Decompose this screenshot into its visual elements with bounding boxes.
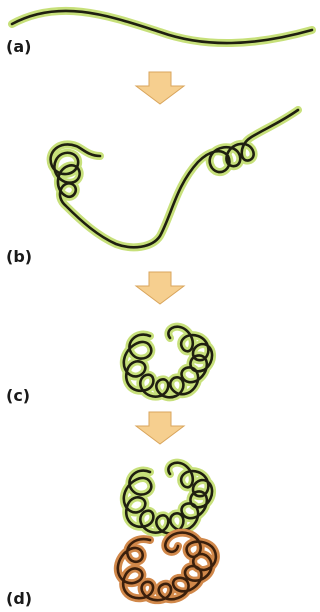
stage-d-green-subunit bbox=[124, 463, 212, 534]
arrow-3 bbox=[136, 412, 184, 444]
stage-a-label: (a) bbox=[6, 37, 31, 56]
stage-d-brown-subunit bbox=[118, 533, 216, 601]
stage-b-chain bbox=[51, 110, 298, 247]
arrow-2 bbox=[136, 272, 184, 304]
arrow-1 bbox=[136, 72, 184, 104]
stage-d-label: (d) bbox=[6, 589, 32, 608]
stage-b-label: (b) bbox=[6, 247, 32, 266]
stage-c-label: (c) bbox=[6, 386, 30, 405]
stage-a-chain bbox=[12, 11, 312, 43]
stage-c-chain bbox=[124, 327, 212, 398]
